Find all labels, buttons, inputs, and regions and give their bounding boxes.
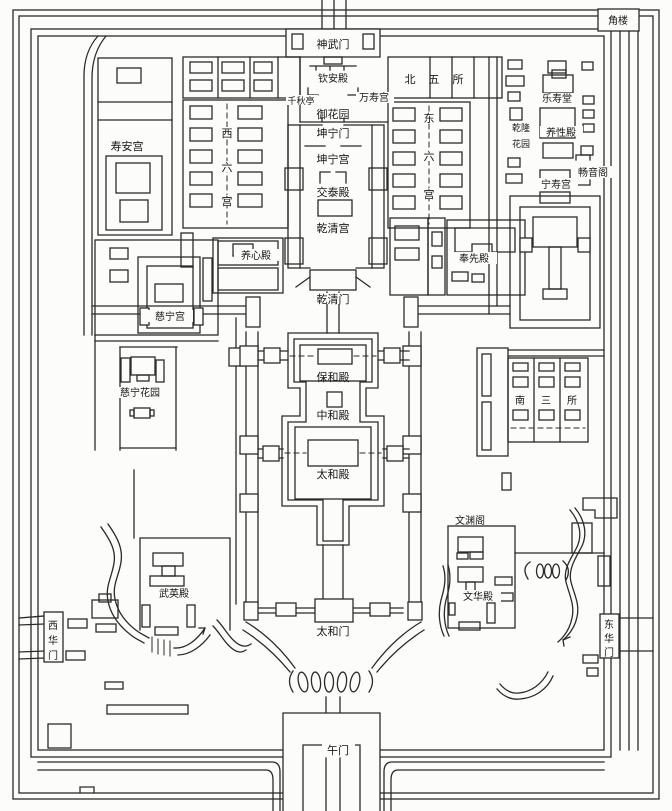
corner-tower (597, 8, 640, 32)
label-cininggong: 慈宁宫 (155, 310, 185, 323)
label-qianqiuting: 千秋亭 (287, 95, 314, 107)
label-zhonghedian: 中和殿 (317, 409, 350, 422)
label-xiliugong-2: 六 (222, 161, 233, 174)
yangxin-hall (180, 232, 284, 294)
southeast-river (438, 497, 618, 700)
label-jiaotaidian: 交泰殿 (317, 185, 350, 199)
south-three-lodges (476, 347, 605, 491)
label-kunninggong: 坤宁宫 (317, 152, 350, 166)
label-yuhuayuan: 御花园 (317, 107, 350, 121)
label-yangxindian: 养心殿 (241, 249, 271, 262)
label-beiwusuo-3: 所 (453, 73, 464, 86)
label-qinandian: 钦安殿 (318, 72, 348, 85)
label-dongliugong-1: 东 (424, 112, 435, 125)
label-beiwusuo-2: 五 (429, 73, 440, 86)
label-ningshougong: 宁寿宫 (541, 178, 571, 191)
label-donghuamen-1: 东 (604, 618, 614, 631)
east-six-palaces (387, 101, 471, 229)
labels: 角楼 神武门 钦安殿 千秋亭 万寿宫 御花园 北 五 所 乐寿堂 寿安宫 西 六… (48, 14, 628, 757)
label-corner-tower: 角楼 (608, 14, 628, 27)
east-inner-road (488, 56, 498, 315)
label-nansansuo-3: 所 (567, 395, 577, 407)
gate-donghuamen (599, 613, 620, 659)
label-kunningmen: 坤宁门 (317, 126, 350, 140)
label-backgrounds (105, 92, 614, 756)
label-yangxingdian: 养性殿 (546, 126, 576, 139)
label-taihedian: 太和殿 (317, 468, 350, 481)
label-fengxiandian: 奉先殿 (459, 252, 489, 265)
outer-court-corridors (239, 331, 422, 605)
label-xiliugong-1: 西 (222, 127, 233, 140)
fengxian-hall (389, 217, 526, 296)
shouan-palace (97, 57, 173, 236)
wuying-hall (47, 537, 231, 749)
ningshou-palace (505, 59, 601, 329)
west-six-palaces (182, 56, 301, 229)
label-nansansuo-1: 南 (515, 394, 525, 407)
cining-garden (119, 346, 178, 451)
label-dongliugong-2: 六 (424, 150, 435, 163)
label-qianqinggong: 乾清宫 (317, 221, 350, 235)
label-wenyuange: 文渊阁 (455, 514, 485, 527)
meridian-gate (282, 712, 381, 811)
label-nansansuo-2: 三 (541, 396, 551, 407)
northwest-road (83, 35, 107, 451)
gate-shenwumen (285, 28, 381, 65)
label-wanshougong: 万寿宫 (359, 91, 389, 104)
label-baohedian: 保和殿 (317, 370, 350, 384)
label-xihuamen-2: 华 (48, 634, 58, 647)
rear-three-palaces (284, 124, 388, 269)
west-office-walls (133, 317, 244, 605)
label-qianlong-garden-2: 花园 (512, 138, 530, 150)
wenhua-hall (447, 525, 605, 631)
golden-water-river (100, 523, 425, 714)
label-taihemen: 太和门 (317, 624, 350, 638)
label-qianlong-garden-1: 乾隆 (512, 122, 530, 134)
label-xihuamen-1: 西 (48, 621, 58, 632)
gate-xihuamen (43, 611, 64, 663)
label-leshoutang: 乐寿堂 (542, 92, 572, 105)
label-shouangong: 寿安宫 (111, 139, 144, 153)
label-donghuamen-2: 华 (604, 632, 614, 645)
label-changyinge: 畅音阁 (578, 166, 608, 179)
label-xiliugong-3: 宫 (222, 194, 233, 208)
imperial-garden (299, 56, 389, 123)
label-qianqingmen: 乾清门 (317, 292, 350, 306)
label-wumen: 午门 (327, 743, 349, 757)
label-shenwumen: 神武门 (317, 37, 350, 51)
label-beiwusuo-1: 北 (405, 73, 416, 86)
cining-palace (94, 239, 219, 342)
label-wuyingdian: 武英殿 (159, 587, 189, 600)
taihe-gate-row (243, 598, 423, 623)
label-wenhuadian: 文华殿 (463, 590, 493, 603)
label-cining-garden: 慈宁花园 (120, 386, 160, 399)
three-great-halls (281, 332, 385, 600)
north-five-lodges (387, 56, 503, 99)
label-dongliugong-3: 宫 (424, 187, 435, 201)
label-xihuamen-3: 门 (48, 649, 58, 662)
label-donghuamen-3: 门 (604, 646, 614, 659)
